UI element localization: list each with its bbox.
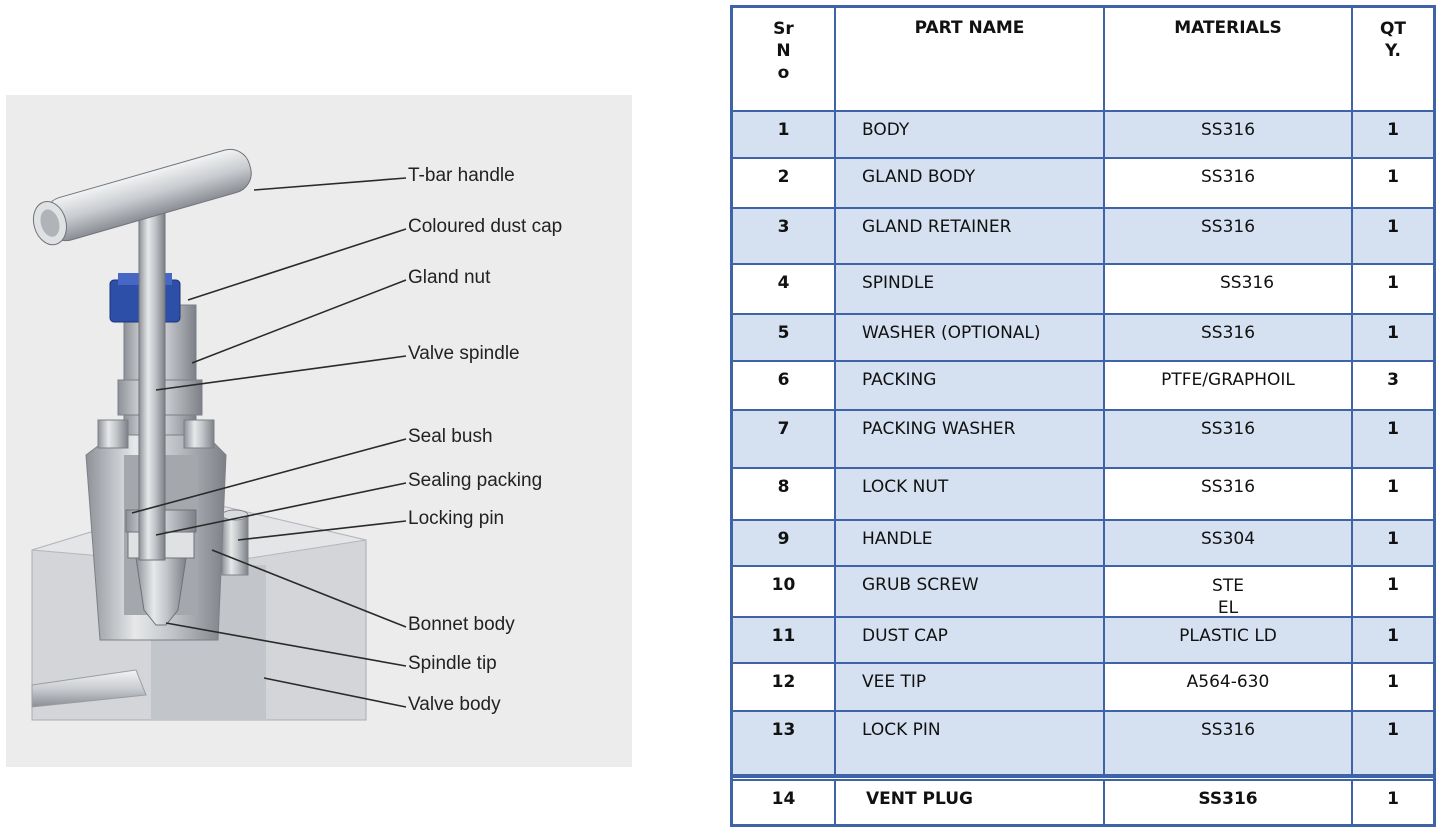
valve-cutaway-diagram: T-bar handle Coloured dust cap Gland nut… — [6, 95, 632, 767]
header-materials: MATERIALS — [1105, 8, 1353, 110]
callout-gland-nut: Gland nut — [408, 267, 491, 288]
header-sr-no: Sr N o — [733, 8, 836, 110]
table-row: 13 LOCK PIN SS316 1 — [733, 712, 1433, 776]
callout-locking-pin: Locking pin — [408, 508, 505, 529]
table-row: 3 GLAND RETAINER SS316 1 — [733, 209, 1433, 265]
table-row: 2 GLAND BODY SS316 1 — [733, 159, 1433, 209]
header-qty: QT Y. — [1379, 19, 1407, 61]
table-row: 12 VEE TIP A564-630 1 — [733, 664, 1433, 712]
callout-spindle-tip: Spindle tip — [408, 653, 497, 674]
table-row: 7 PACKING WASHER SS316 1 — [733, 411, 1433, 469]
table-header-row: Sr N o PART NAME MATERIALS QT Y. — [733, 8, 1433, 112]
table-row: 8 LOCK NUT SS316 1 — [733, 469, 1433, 521]
spindle-tip-shape — [135, 557, 187, 626]
table-row: 14 VENT PLUG SS316 1 — [733, 776, 1433, 824]
callout-valve-spindle: Valve spindle — [408, 343, 520, 364]
callout-sealing-packing: Sealing packing — [408, 470, 543, 491]
table-row: 10 GRUB SCREW STE EL 1 — [733, 567, 1433, 618]
callout-valve-body: Valve body — [408, 694, 501, 715]
callout-coloured-dust-cap: Coloured dust cap — [408, 216, 563, 237]
t-bar-handle-shape — [32, 148, 252, 246]
valve-illustration — [31, 148, 407, 721]
callout-bonnet-body: Bonnet body — [408, 614, 515, 635]
callout-t-bar-handle: T-bar handle — [408, 165, 515, 186]
header-part-name: PART NAME — [836, 8, 1105, 110]
table-row: 1 BODY SS316 1 — [733, 112, 1433, 159]
callout-seal-bush: Seal bush — [408, 426, 493, 447]
table-row: 4 SPINDLE SS316 1 — [733, 265, 1433, 315]
parts-materials-table: Sr N o PART NAME MATERIALS QT Y. 1 BODY … — [730, 5, 1436, 827]
table-row: 6 PACKING PTFE/GRAPHOIL 3 — [733, 362, 1433, 411]
table-row: 9 HANDLE SS304 1 — [733, 521, 1433, 567]
leader-lines — [131, 177, 407, 708]
table-row: 5 WASHER (OPTIONAL) SS316 1 — [733, 315, 1433, 362]
table-row: 11 DUST CAP PLASTIC LD 1 — [733, 618, 1433, 664]
